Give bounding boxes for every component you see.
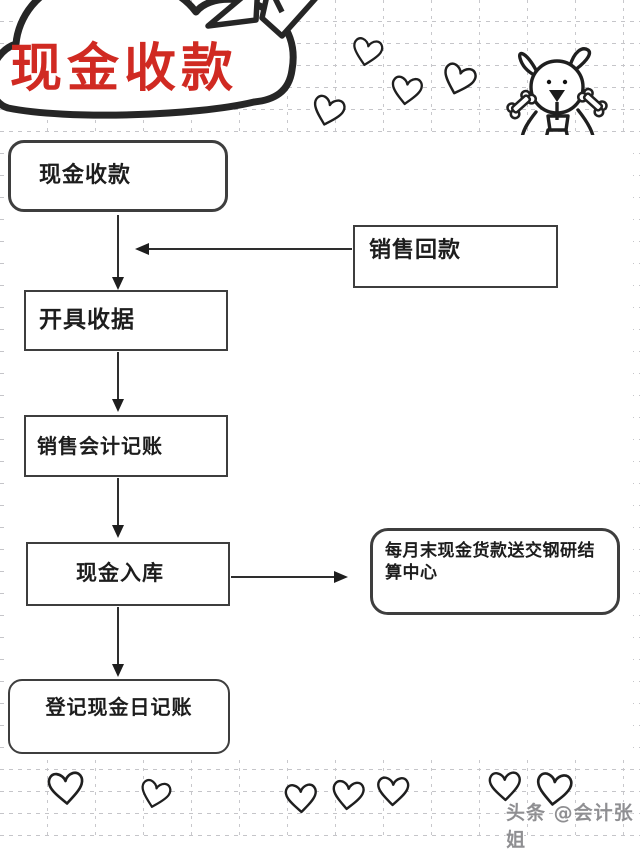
watermark-text: 头条 @会计张姐 [506, 802, 634, 851]
bow-ribbon-icon [205, 0, 318, 39]
flow-node-cash-journal: 登记现金日记账 [8, 679, 230, 754]
flow-node-sales-payment: 销售回款 [353, 225, 558, 288]
flow-node-sales-accounting: 销售会计记账 [24, 415, 228, 477]
heart-icon [349, 35, 385, 69]
heart-icon [284, 783, 318, 814]
heart-icon [389, 74, 424, 108]
heart-icon [94, 0, 136, 38]
heart-icon [330, 779, 366, 812]
dog-with-bones-icon [503, 47, 611, 150]
heart-icon [137, 777, 173, 812]
flow-node-cash-into-storage: 现金入库 [26, 542, 230, 606]
flow-node-issue-receipt: 开具收据 [24, 290, 228, 351]
page-title: 现金收款 [10, 39, 239, 99]
flow-node-monthly-settlement-center: 每月末现金货款送交钢研结算中心 [370, 528, 620, 615]
heart-icon [308, 93, 348, 130]
flow-node-cash-receipt: 现金收款 [8, 140, 228, 212]
heart-icon [438, 60, 479, 100]
heart-icon [47, 770, 85, 806]
heart-icon [376, 776, 410, 807]
